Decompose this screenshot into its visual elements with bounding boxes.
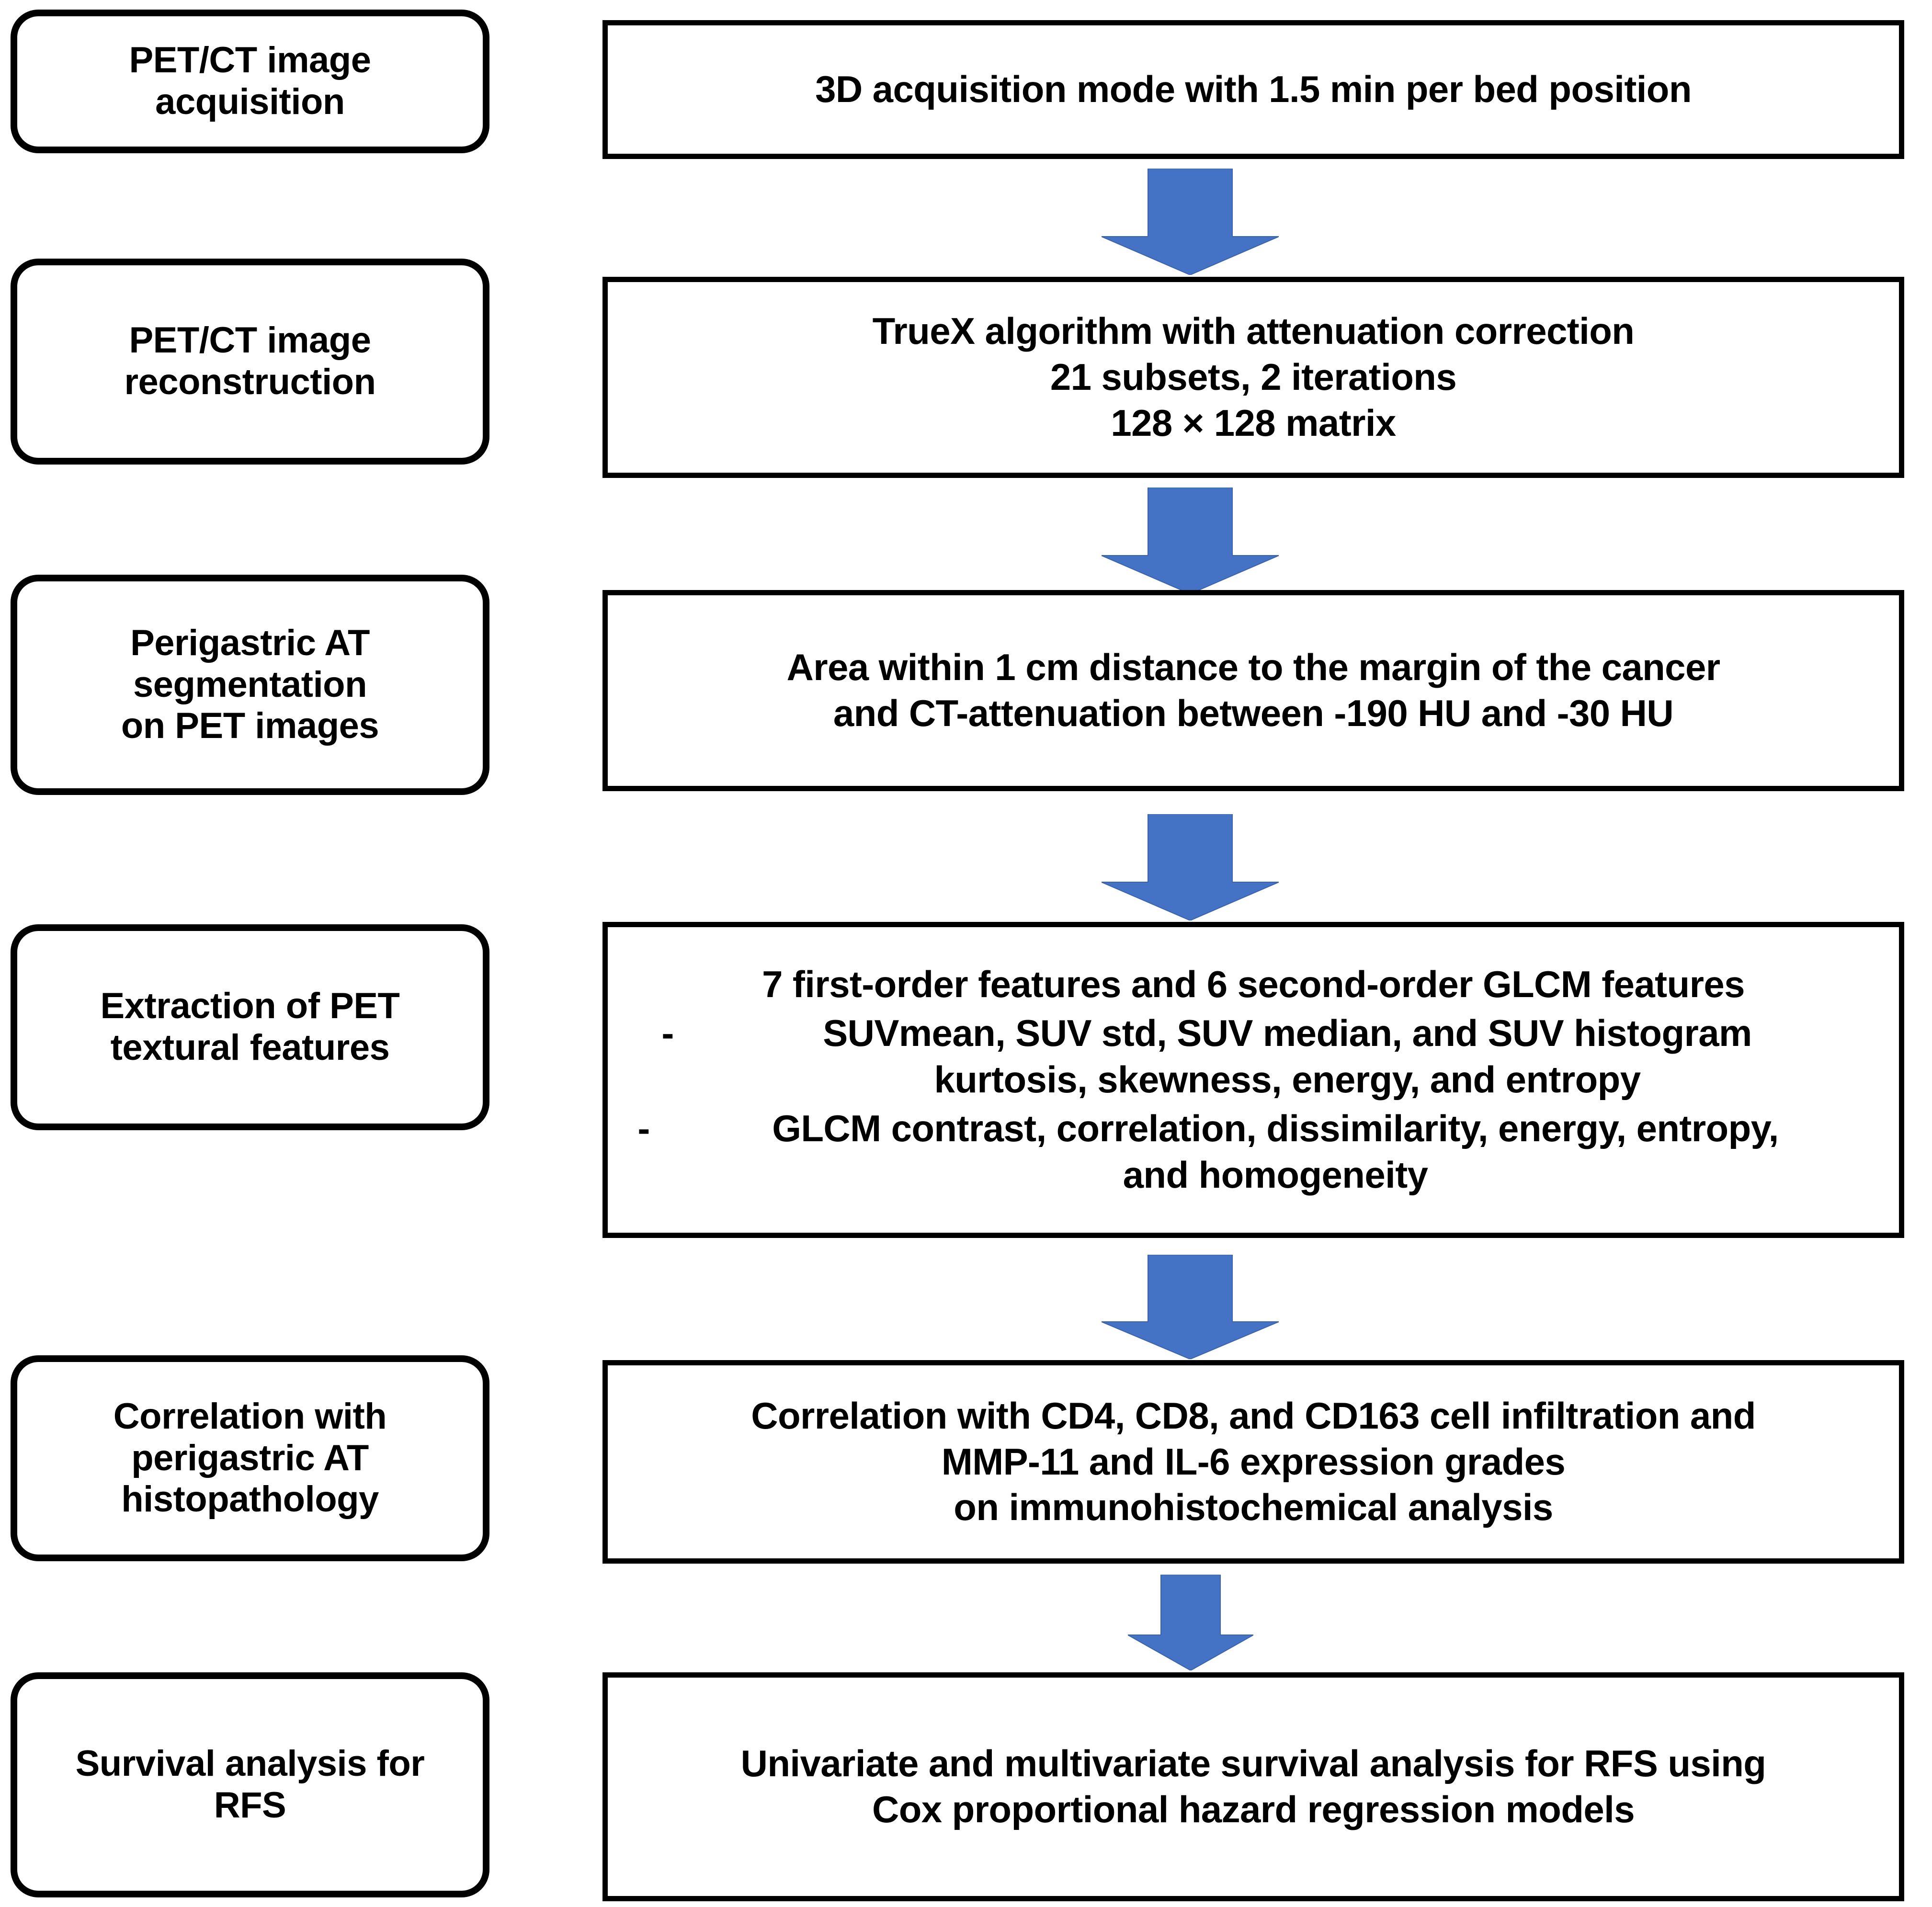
dash-bullet-icon: - xyxy=(637,1107,650,1149)
arrow-1-down-icon xyxy=(1102,169,1279,275)
stage-box-6: Survival analysis for RFS xyxy=(11,1672,489,1897)
dash-bullet-icon: - xyxy=(661,1011,674,1054)
detail-text-5: Correlation with CD4, CD8, and CD163 cel… xyxy=(751,1394,1756,1529)
stage-label-5: Correlation with perigastric AT histopat… xyxy=(113,1396,387,1520)
stage-box-1: PET/CT image acquisition xyxy=(11,10,489,153)
feature-bullet-1: - SUVmean, SUV std, SUV median, and SUV … xyxy=(620,1010,1887,1103)
feature-bullet-2: - GLCM contrast, correlation, dissimilar… xyxy=(620,1105,1887,1199)
detail-box-3: Area within 1 cm distance to the margin … xyxy=(602,590,1904,791)
stage-box-4: Extraction of PET textural features xyxy=(11,924,489,1130)
feature-bullet-2-text: GLCM contrast, correlation, dissimilarit… xyxy=(772,1107,1779,1196)
detail-text-4: 7 first-order features and 6 second-orde… xyxy=(620,961,1887,1199)
stage-box-3: Perigastric AT segmentation on PET image… xyxy=(11,575,489,795)
stage-label-3: Perigastric AT segmentation on PET image… xyxy=(121,623,379,747)
detail-box-2: TrueX algorithm with attenuation correct… xyxy=(602,277,1904,478)
stage-box-5: Correlation with perigastric AT histopat… xyxy=(11,1355,489,1561)
detail-box-6: Univariate and multivariate survival ana… xyxy=(602,1672,1904,1901)
stage-box-2: PET/CT image reconstruction xyxy=(11,259,489,465)
arrow-5-down-icon xyxy=(1128,1575,1253,1670)
detail-text-6: Univariate and multivariate survival ana… xyxy=(740,1742,1766,1830)
detail-box-4: 7 first-order features and 6 second-orde… xyxy=(602,922,1904,1238)
detail-text-3: Area within 1 cm distance to the margin … xyxy=(786,646,1720,734)
detail-box-1: 3D acquisition mode with 1.5 min per bed… xyxy=(602,20,1904,159)
arrow-4-down-icon xyxy=(1102,1255,1279,1359)
feature-bullet-1-text: SUVmean, SUV std, SUV median, and SUV hi… xyxy=(823,1011,1752,1101)
arrow-3-down-icon xyxy=(1102,814,1279,920)
detail-box-5: Correlation with CD4, CD8, and CD163 cel… xyxy=(602,1360,1904,1564)
detail-text-2: TrueX algorithm with attenuation correct… xyxy=(872,310,1635,444)
arrow-2-down-icon xyxy=(1102,488,1279,594)
stage-label-2: PET/CT image reconstruction xyxy=(124,320,376,402)
stage-label-1: PET/CT image acquisition xyxy=(129,40,372,122)
stage-label-6: Survival analysis for RFS xyxy=(75,1743,425,1826)
stage-label-4: Extraction of PET textural features xyxy=(100,986,400,1068)
feature-heading: 7 first-order features and 6 second-orde… xyxy=(762,963,1745,1006)
detail-text-1: 3D acquisition mode with 1.5 min per bed… xyxy=(815,68,1692,111)
